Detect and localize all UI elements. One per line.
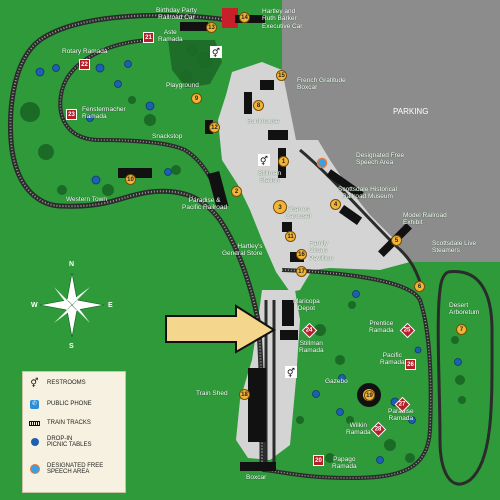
label-paradise-pacific: Paradise &Pacific Railroad [182,197,228,212]
marker-17[interactable]: 17 [296,266,307,277]
legend-label: TRAIN TRACKS [47,420,91,426]
you-are-here-arrow [165,304,276,354]
restroom-icon: ⚥ ⚥ ⚥ [210,46,297,379]
compass-icon [39,272,105,338]
label-rotary-ramada: Rotary Ramada [62,48,108,55]
bldg-hartley [235,15,265,23]
phone-icon: ✆ [30,399,39,409]
ramada-21[interactable]: 21 [143,32,154,43]
marker-1[interactable]: 1 [278,156,289,167]
restroom-icon: ⚥ [30,377,39,388]
legend-row-phone: ✆ PUBLIC PHONE [29,399,92,409]
legend-label: DESIGNATED FREE SPEECH AREA [47,463,104,475]
label-train-shed: Train Shed [196,390,228,397]
ramada-22[interactable]: 22 [79,59,90,70]
marker-16[interactable]: 16 [296,249,307,260]
marker-14[interactable]: 14 [239,12,250,23]
picnic-table-icon [29,437,40,447]
ramada-23[interactable]: 23 [66,109,77,120]
train-tracks-icon [29,418,40,428]
legend-row-tracks: TRAIN TRACKS [29,418,91,428]
label-playground: Playground [166,82,199,89]
label-bunkhouse: Bunkhouse [247,118,280,125]
marker-18[interactable]: 18 [239,389,250,400]
marker-5[interactable]: 5 [391,235,402,246]
marker-11[interactable]: 11 [285,231,296,242]
label-boxcar: Boxcar [246,474,267,481]
legend-row-restrooms: ⚥ RESTROOMS [29,377,86,388]
svg-text:⚥: ⚥ [287,367,295,379]
ramada-20[interactable]: 20 [313,455,324,466]
parking-label: PARKING [393,107,429,116]
bldg-exec-car [222,8,238,28]
ramada-26[interactable]: 26 [405,359,416,370]
bldg-aste [180,22,208,31]
map-legend: ⚥ RESTROOMS ✆ PUBLIC PHONE TRAIN TRACKS … [22,371,126,493]
legend-label: RESTROOMS [47,380,86,386]
marker-6[interactable]: 6 [414,281,425,292]
svg-text:⚥: ⚥ [260,155,268,167]
free-speech-dot [316,157,328,169]
free-speech-icon [29,464,40,474]
marker-12[interactable]: 12 [209,122,220,133]
marker-19[interactable]: 19 [364,390,375,401]
legend-label: PUBLIC PHONE [47,401,92,407]
svg-text:⚥: ⚥ [212,47,220,59]
legend-label: DROP-IN PICNIC TABLES [47,436,92,448]
label-gazebo: Gazebo [325,378,348,385]
marker-2[interactable]: 2 [231,186,242,197]
marker-10[interactable]: 10 [125,174,136,185]
marker-4[interactable]: 4 [330,199,341,210]
marker-8[interactable]: 8 [253,100,264,111]
marker-15[interactable]: 15 [276,70,287,81]
marker-9[interactable]: 9 [191,93,202,104]
legend-row-picnic: DROP-IN PICNIC TABLES [29,436,91,448]
compass-n: N [69,261,75,268]
plaza [218,62,410,292]
trees [20,44,466,463]
label-snackstop: Snackstop [152,133,183,140]
marker-3[interactable]: 3 [273,200,287,214]
compass-s: S [69,343,74,350]
legend-row-speech: DESIGNATED FREE SPEECH AREA [29,463,103,475]
live-steamers-track [436,270,494,486]
marker-13[interactable]: 13 [206,22,217,33]
marker-7[interactable]: 7 [456,324,467,335]
compass-w: W [31,302,38,309]
label-western-town: Western Town [66,196,107,203]
compass-e: E [108,302,113,309]
